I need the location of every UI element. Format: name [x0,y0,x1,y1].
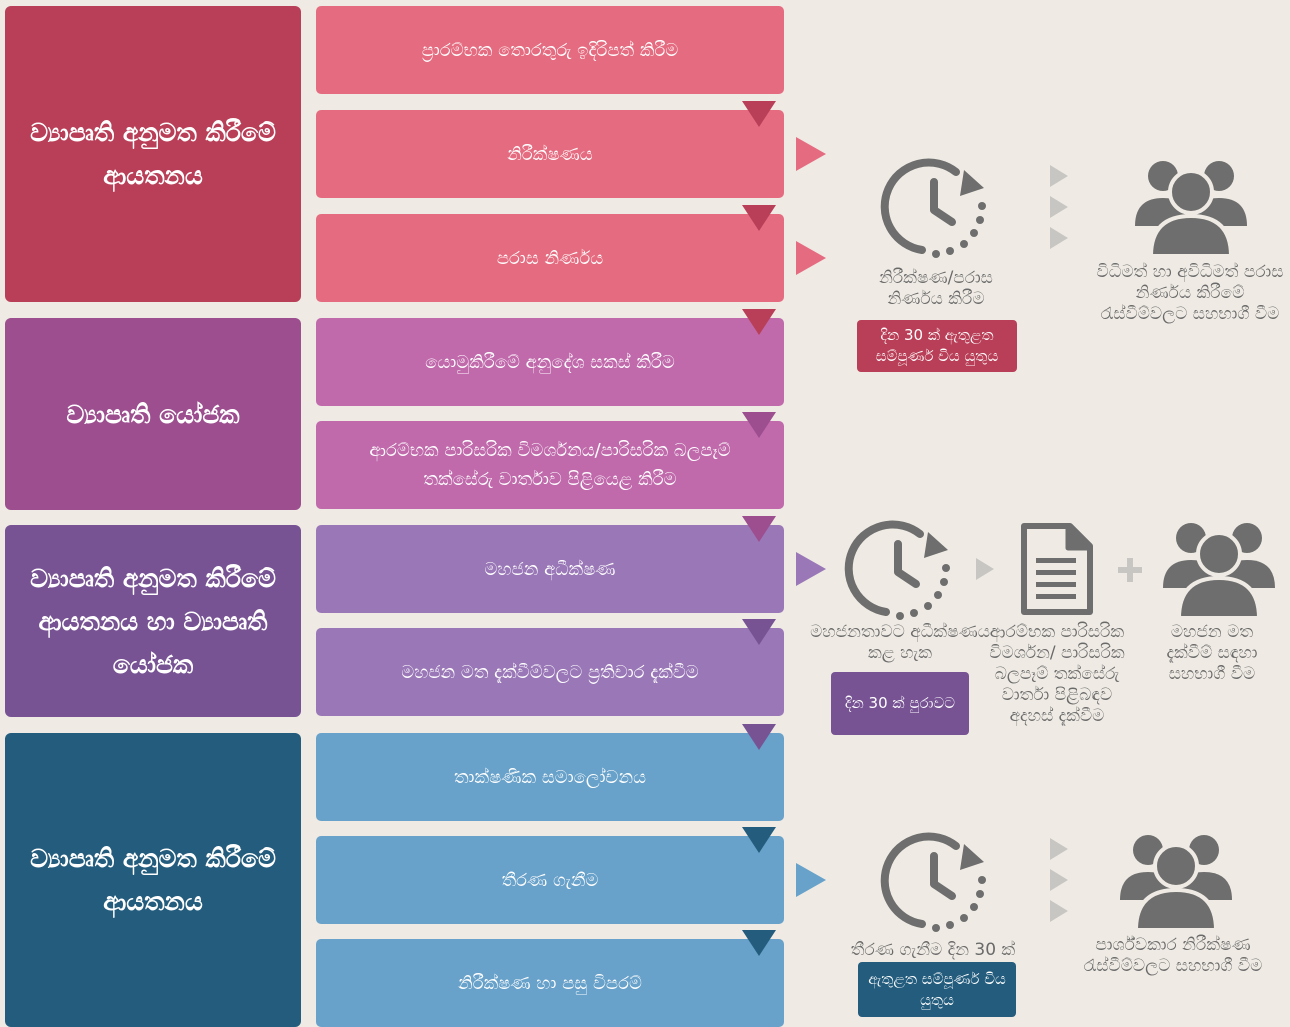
step-preliminary-information: ප්‍රාරම්භක තොරතුරු ඉදිරිපත් කිරීම [316,6,784,94]
group-label: ව්‍යාපෘති අනුමත කිරීමේ ආයතනය [30,844,276,916]
document-caption: ආරම්භක පාරිසරික විමර්ශන/ පාරිසරික බලපෑම්… [989,622,1125,726]
right-arrow [796,137,826,171]
down-arrow [742,930,776,956]
step-technical-review: තාක්ෂණික සමාලෝචනය [316,733,784,821]
duration-badge: දින 30 ක් පුරාවට [831,672,969,735]
people-caption: විධිමත් හා අවිධිමත් පරාස නිර්ණය කිරීමේ ර… [1096,262,1284,324]
step-label: පරාස නිර්ණය [496,247,604,269]
group-project-proponent: ව්‍යාපෘති යෝජක [5,318,301,510]
clock-caption: තීරණ ගැනීම දින 30 ක් [850,940,1016,960]
step-scoping: පරාස නිර්ණය [316,214,784,302]
group-label: ව්‍යාපෘති අනුමත කිරීමේ ආයතනය [30,118,276,190]
group-label: ව්‍යාපෘති යෝජක [66,399,240,429]
step-terms-of-reference: යොමුකිරීමේ අනුදේශ සකස් කිරීම [316,318,784,406]
right-arrow [796,552,826,586]
step-label: තාක්ෂණික සමාලෝචනය [453,766,647,788]
clock-icon [880,158,986,258]
group-approving-agency-2: ව්‍යාපෘති අනුමත කිරීමේ ආයතනය [5,733,301,1027]
down-arrow [742,309,776,335]
people-icon [1120,835,1232,932]
right-arrow [796,863,826,897]
group-approving-agency-1: ව්‍යාපෘති අනුමත කිරීමේ ආයතනය [5,6,301,302]
step-label: මහජන අධීක්ෂණ [484,558,616,580]
people-icon [1135,161,1247,258]
step-label: මහජන මත දැක්වීම්වලට ප්‍රතිචාර දැක්වීම [401,661,699,683]
group-agency-and-proponent: ව්‍යාපෘති අනුමත කිරීමේ ආයතනය හා ව්‍යාපෘත… [5,525,301,717]
people-caption: මහජන මත දැක්වීම් සඳහා සහභාගී වීම [1166,622,1258,684]
step-label: නිරීක්ෂණය [507,143,593,165]
down-arrow [742,205,776,231]
down-arrow [742,827,776,853]
chevron-icon [1050,900,1068,922]
duration-badge: ඇතුළත සම්පූර්ණ විය යුතුය [858,962,1016,1017]
step-decision-making: තීරණ ගැනීම [316,836,784,924]
chevron-icon [1050,838,1068,860]
duration-badge: දින 30 ක් ඇතුළත සම්පූර්ණ විය යුතුය [857,320,1017,372]
chevron-icon [1050,869,1068,891]
document-icon [1021,523,1093,615]
down-arrow [742,516,776,542]
down-arrow [742,619,776,645]
down-arrow [742,724,776,750]
step-label: ප්‍රාරම්භක තොරතුරු ඉදිරිපත් කිරීම [421,39,679,61]
right-arrow [796,241,826,275]
step-label: යොමුකිරීමේ අනුදේශ සකස් කිරීම [425,351,675,373]
chevron-icon [1050,227,1068,249]
step-label: නිරීක්ෂණ හා පසු විපරම් [458,972,642,994]
plus-icon [1118,558,1142,582]
down-arrow [742,412,776,438]
people-icon [1163,523,1275,620]
clock-icon [880,832,986,932]
step-screening: නිරීක්ෂණය [316,110,784,198]
group-label: ව්‍යාපෘති අනුමත කිරීමේ ආයතනය හා ව්‍යාපෘත… [30,563,276,679]
people-caption: පාර්ශ්වකාර නිරීක්ෂණ රැස්වීම්වලට සහභාගී ව… [1083,935,1263,976]
clock-caption: මහජනතාවට අධීක්ෂණය කළ හැක [810,622,990,663]
chevron-icon [1050,165,1068,187]
clock-icon [844,520,950,620]
chevron-icon [976,558,994,580]
step-public-review: මහජන අධීක්ෂණ [316,525,784,613]
clock-caption: නිරීක්ෂණ/පරාස නිර්ණය කිරීම [879,268,993,309]
step-label: ආරම්භක පාරිසරික විමර්ශනය/පාරිසරික බලපෑම්… [369,440,731,490]
step-respond-to-public-comments: මහජන මත දැක්වීම්වලට ප්‍රතිචාර දැක්වීම [316,628,784,716]
step-monitoring-follow-up: නිරීක්ෂණ හා පසු විපරම් [316,939,784,1027]
chevron-icon [1050,196,1068,218]
step-label: තීරණ ගැනීම [501,869,599,891]
step-prepare-iee-eia-report: ආරම්භක පාරිසරික විමර්ශනය/පාරිසරික බලපෑම්… [316,421,784,509]
down-arrow [742,101,776,127]
